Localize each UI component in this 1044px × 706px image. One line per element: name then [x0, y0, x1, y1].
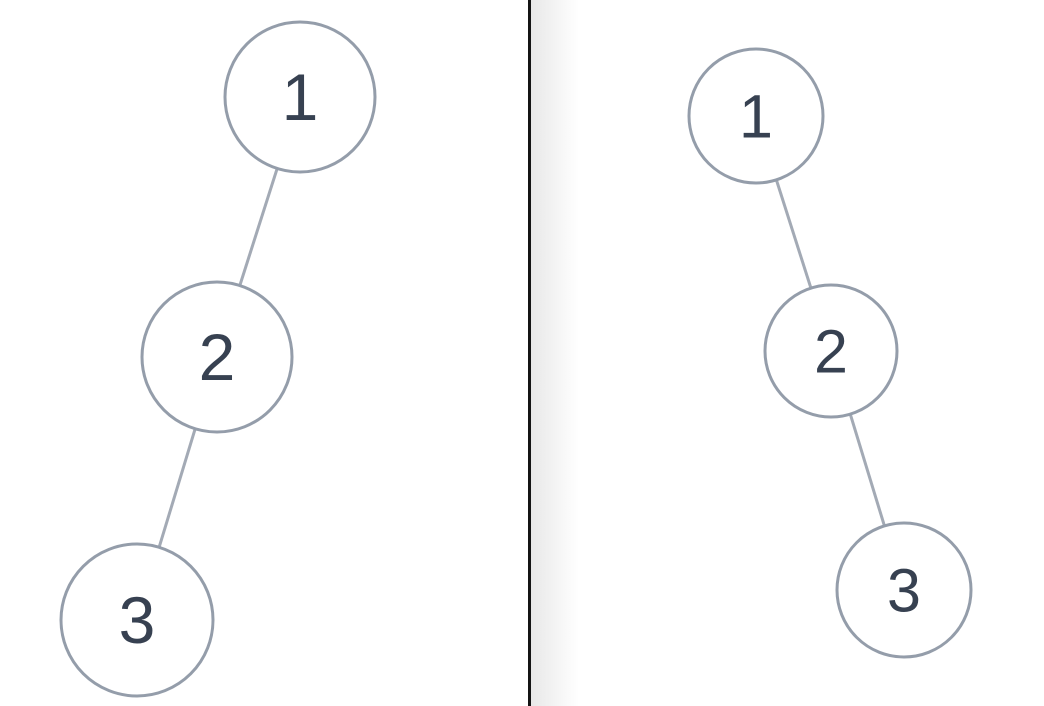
tree-node-label: 1: [282, 60, 319, 134]
tree-node: 2: [763, 283, 899, 419]
tree-node: 2: [140, 280, 294, 434]
tree-node: 1: [223, 20, 377, 174]
tree-node-label: 3: [887, 556, 921, 624]
tree-node-label: 3: [119, 583, 156, 657]
tree-node: 1: [687, 47, 825, 185]
tree-node-label: 2: [814, 317, 848, 385]
tree-node-circle: [763, 283, 899, 419]
right-tree-diagram: 1 2 3: [687, 47, 973, 659]
tree-node: 3: [59, 542, 215, 698]
tree-node-circle: [687, 47, 825, 185]
tree-node-label: 2: [199, 320, 236, 394]
tree-node-circle: [59, 542, 215, 698]
tree-node-label: 1: [739, 82, 773, 150]
tree-node-circle: [140, 280, 294, 434]
left-tree-diagram: 1 2 3: [59, 20, 377, 698]
tree-node: 3: [835, 521, 973, 659]
tree-node-circle: [223, 20, 377, 174]
left-tree-panel: 1 2 3: [59, 20, 377, 698]
tree-node-circle: [835, 521, 973, 659]
pane-divider[interactable]: [528, 0, 531, 706]
right-tree-panel: 1 2 3: [531, 0, 1044, 706]
